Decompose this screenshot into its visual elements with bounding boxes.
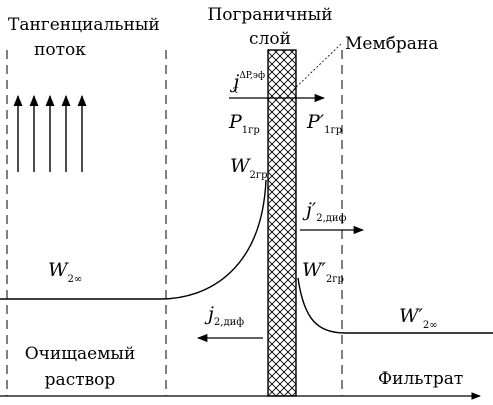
w2-inf-right-symbol: W′2∞ — [399, 305, 438, 331]
p1-left-symbol: P1гр — [228, 111, 260, 136]
j2-diff-left-symbol: j2,диф — [204, 303, 244, 328]
tangential-flow-label: Тангенциальный — [8, 15, 160, 35]
tangential-flow-arrows — [13, 94, 87, 172]
p1-right-symbol: P′1гр — [306, 111, 342, 136]
concentration-curve-left — [0, 179, 267, 300]
boundary-layer-label: Пограничный — [207, 5, 332, 25]
membrane-label: Мембрана — [345, 34, 438, 54]
filtrate-label: Фильтрат — [378, 369, 463, 389]
w2-boundary-left-symbol: W2гр — [230, 155, 268, 181]
boundary-layer-label-line2: слой — [249, 29, 291, 49]
purified-solution-label: Очищаемый — [25, 344, 136, 364]
j2-diff-right-symbol: j′2,диф — [302, 199, 347, 224]
membrane-bar — [267, 49, 297, 397]
w2-inf-left-symbol: W2∞ — [48, 259, 82, 285]
membrane-leader — [289, 43, 342, 94]
concentration-curve-right — [297, 277, 493, 334]
purified-solution-label-line2: раствор — [45, 370, 116, 390]
w2-boundary-right-symbol: W′2гр — [302, 259, 344, 285]
tangential-flow-label-line2: поток — [34, 40, 86, 60]
